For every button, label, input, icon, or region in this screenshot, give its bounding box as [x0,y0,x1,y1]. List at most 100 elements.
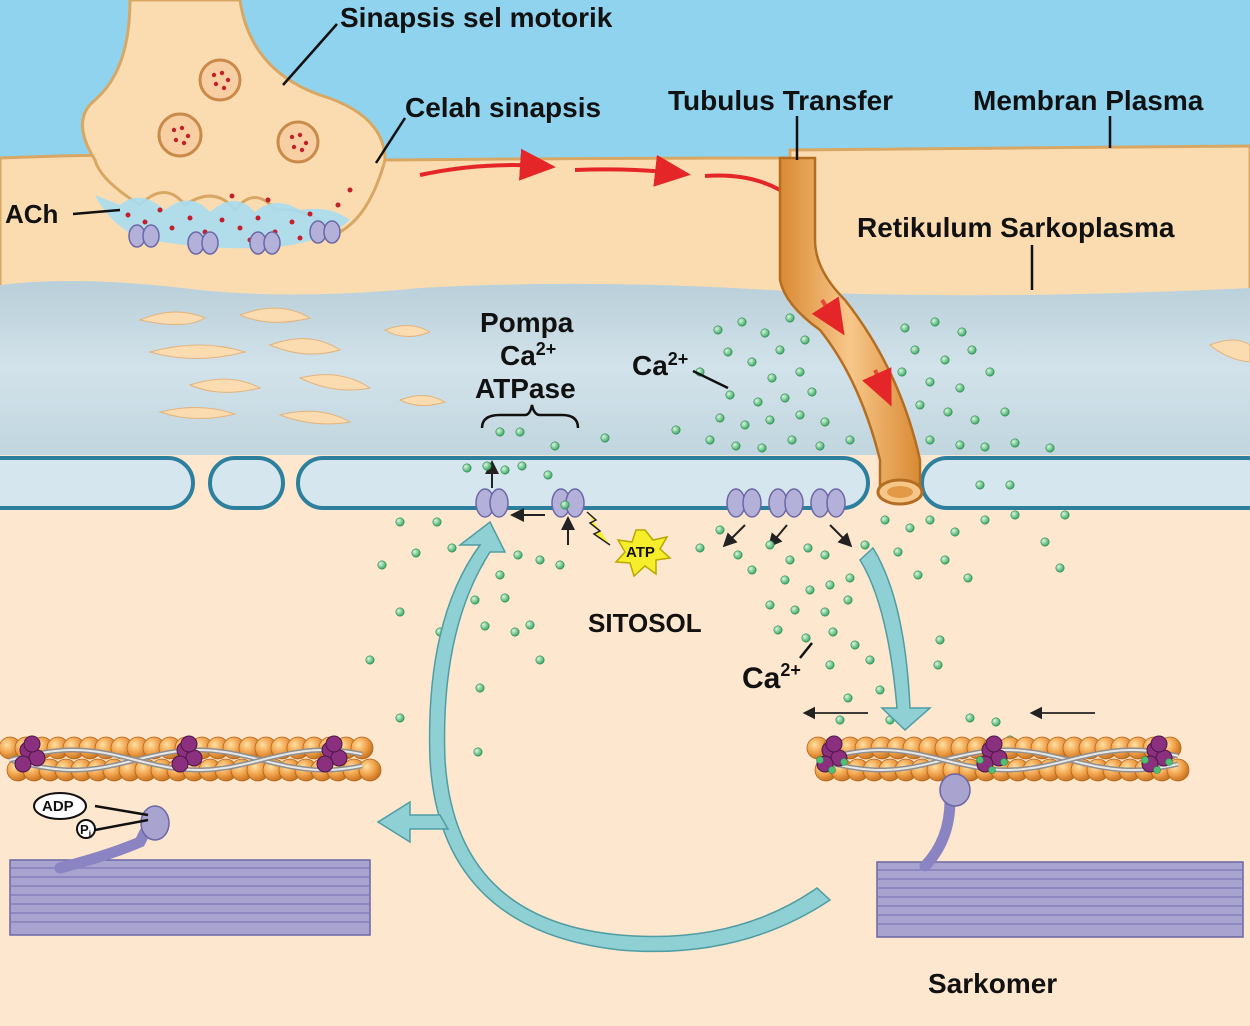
calcium-ion [850,640,860,650]
contraction-cycle-arrow [376,520,932,953]
calcium-ion [807,387,817,397]
sarcoplasmic-reticulum [0,281,1250,455]
calcium-ion [845,435,855,445]
atp-label: ATP [626,544,655,561]
calcium-ion [925,515,935,525]
calcium-ion [875,685,885,695]
calcium-ion [740,420,750,430]
t-tubule-label: Tubulus Transfer [668,85,893,116]
calcium-ion [513,550,523,560]
calcium-ion [1010,510,1020,520]
calcium-ion [1005,480,1015,490]
calcium-ion [1045,443,1055,453]
ach-receptors [128,220,341,255]
calcium-ion [860,540,870,550]
bound-calcium [1165,758,1173,766]
tropomyosin-strand [817,749,1179,771]
troponin [316,755,334,773]
calcium-ion [723,347,733,357]
bound-calcium [828,766,836,774]
myosin-head-right [919,773,971,872]
sr-cytosol-gaps [138,307,1250,425]
calcium-ion [1000,407,1010,417]
ca-sr-label: Ca2+ [632,349,688,381]
t-tubule-arrows [811,296,892,407]
bound-calcium [988,766,996,774]
calcium-ion [560,500,570,510]
calcium-ion [747,357,757,367]
calcium-ion [767,373,777,383]
calcium-ion [500,593,510,603]
calcium-ion [820,607,830,617]
calcium-ion [967,345,977,355]
calcium-ion [765,415,775,425]
calcium-ion [900,323,910,333]
ca-cytosol-label: Ca2+ [742,660,801,695]
calcium-ion [473,747,483,757]
calcium-ion [825,580,835,590]
calcium-ion [517,461,527,471]
calcium-ion [970,415,980,425]
pi-badge [76,819,96,839]
calcium-ion [773,625,783,635]
calcium-ion [500,465,510,475]
calcium-ion [865,655,875,665]
calcium-ion [695,543,705,553]
calcium-ion [787,435,797,445]
calcium-ion [935,635,945,645]
calcium-ion [715,413,725,423]
calcium-ion [955,383,965,393]
actin-bead [350,736,374,760]
calcium-ion [980,515,990,525]
calcium-ion [733,550,743,560]
calcium-ion [780,575,790,585]
calcium-ion [805,585,815,595]
calcium-ion [395,713,405,723]
calcium-ion [965,713,975,723]
bound-calcium [1000,758,1008,766]
calcium-ion [1040,537,1050,547]
thick-filament-right [876,861,1244,938]
calcium-ion [915,400,925,410]
calcium-ion [737,317,747,327]
calcium-ion [780,393,790,403]
calcium-ion [535,655,545,665]
calcium-ion [705,435,715,445]
calcium-ion [510,627,520,637]
ca-release-channels [726,488,846,518]
calcium-ion [432,517,442,527]
calcium-ion [447,543,457,553]
calcium-ion [957,327,967,337]
calcium-ion [795,410,805,420]
synaptic-cleft-label: Celah sinapsis [405,92,601,123]
troponin [171,755,189,773]
pi-label: Pi [80,822,91,839]
calcium-ion [800,335,810,345]
troponin [23,735,41,753]
calcium-ion [470,595,480,605]
calcium-ion [495,570,505,580]
calcium-ion [845,573,855,583]
calcium-ion [905,523,915,533]
calcium-ion [803,543,813,553]
bound-calcium [976,756,984,764]
calcium-ion [600,433,610,443]
calcium-ion [940,555,950,565]
adp-badge [33,792,87,820]
calcium-ion [913,570,923,580]
calcium-ion [765,600,775,610]
calcium-ion [955,440,965,450]
calcium-ion [395,517,405,527]
calcium-ion [925,377,935,387]
calcium-ion [933,660,943,670]
sr-lower-tubules [0,456,1250,510]
leader-lines [72,23,1112,659]
calcium-ion [820,417,830,427]
calcium-ion [671,425,681,435]
troponin [825,735,843,753]
calcium-ion [930,317,940,327]
calcium-ion [801,633,811,643]
calcium-ion [515,427,525,437]
calcium-ion [757,443,767,453]
troponin [325,735,343,753]
